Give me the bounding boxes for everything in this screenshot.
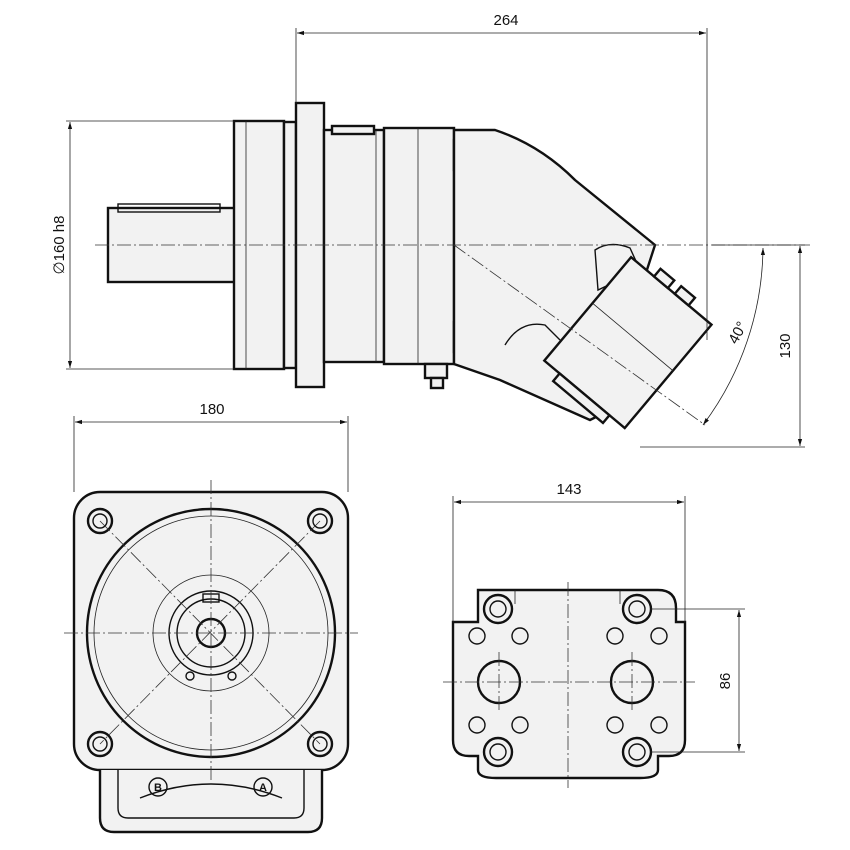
side-view <box>95 101 810 430</box>
end-cap <box>542 255 714 430</box>
port-b: B <box>148 777 168 797</box>
port-b-label: B <box>154 782 162 794</box>
dimension-143: 143 <box>452 481 686 622</box>
port-a-label: A <box>259 782 267 794</box>
dimension-86: 86 <box>650 608 745 753</box>
port-a: A <box>253 777 273 797</box>
port-plate-outline <box>451 588 687 780</box>
port-plate-view <box>443 582 695 788</box>
flange-bolt-holes <box>86 507 334 758</box>
dimension-130: 130 <box>640 244 805 448</box>
dimension-143-label: 143 <box>556 481 581 498</box>
port-plate-small-holes <box>468 627 668 734</box>
bent-axis-centerline <box>453 244 706 426</box>
front-view: B A <box>64 480 358 834</box>
dimension-264-label: 264 <box>493 12 518 29</box>
port-block <box>98 770 324 834</box>
dimension-pilot-diameter: ∅160 h8 <box>51 120 234 370</box>
housing-body <box>322 128 386 364</box>
dimension-130-label: 130 <box>777 333 794 358</box>
drain-fitting <box>423 362 449 390</box>
dimension-264: 264 <box>295 12 708 340</box>
dimension-180: 180 <box>73 401 349 492</box>
dimension-86-label: 86 <box>717 673 734 690</box>
dimension-angle: 40° <box>702 247 766 426</box>
shaft-key <box>117 203 221 213</box>
dimension-180-label: 180 <box>199 401 224 418</box>
housing-bolt-flange <box>382 126 456 366</box>
dimension-pilot-diameter-label: ∅160 h8 <box>51 216 68 275</box>
